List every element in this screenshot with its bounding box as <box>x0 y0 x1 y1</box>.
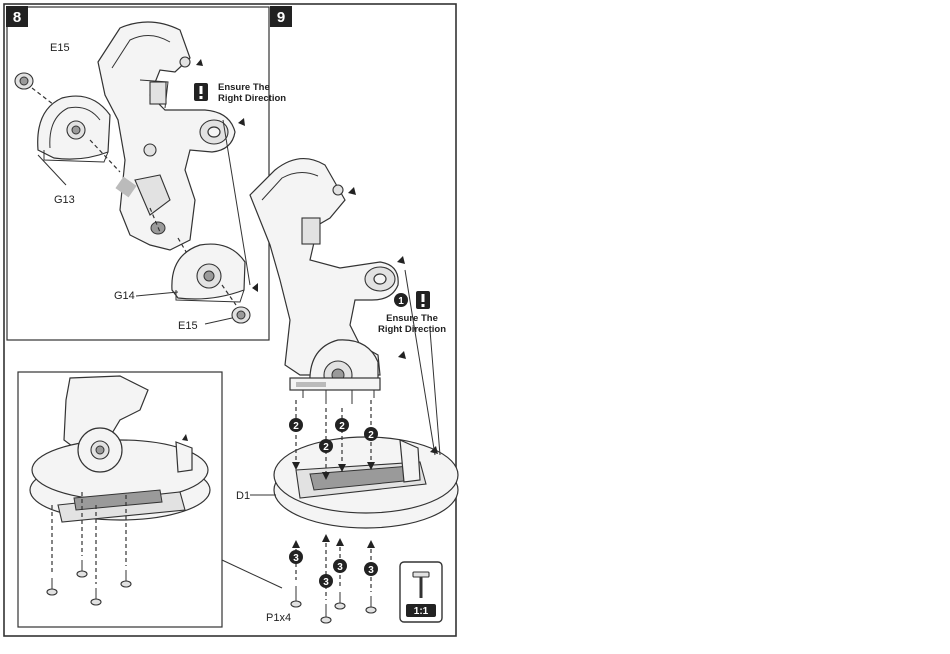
step9-illustration <box>250 159 458 623</box>
screw-icon <box>335 592 345 609</box>
callout-3a: 3 <box>293 553 299 564</box>
g14-shell <box>172 244 245 305</box>
label-g13: G13 <box>54 194 75 206</box>
scale-badge: 1:1 <box>414 606 429 617</box>
label-p1x4: P1x4 <box>266 612 291 624</box>
screw-icon <box>47 578 57 595</box>
step8-warning: Ensure The Right Direction <box>194 82 286 104</box>
step8-arm <box>98 22 235 262</box>
step9-warning-line1: Ensure The <box>386 313 438 324</box>
screw-icon <box>121 570 131 587</box>
inset-leader <box>222 560 282 588</box>
screw-icon <box>91 588 101 605</box>
exclamation-icon <box>416 291 430 309</box>
label-d1: D1 <box>236 490 250 502</box>
step9-badge: 9 <box>270 6 292 27</box>
callout-3c: 3 <box>337 562 343 573</box>
step8-warning-line1: Ensure The <box>218 82 270 93</box>
screw-icon <box>366 596 376 613</box>
label-g14: G14 <box>114 290 135 302</box>
step8-illustration <box>15 22 258 324</box>
callout-3d: 3 <box>368 565 374 576</box>
base-d1 <box>274 437 458 528</box>
callout-3b: 3 <box>323 577 329 588</box>
e15-bottom-bushing <box>232 307 250 323</box>
callout-2a: 2 <box>293 421 299 432</box>
step8-badge: 8 <box>6 6 28 27</box>
step9-arm <box>250 159 398 404</box>
callout-2b: 2 <box>339 421 345 432</box>
label-e15-top: E15 <box>50 42 70 54</box>
step9-screws <box>291 586 376 623</box>
label-e15-bottom: E15 <box>178 320 198 332</box>
screw-icon <box>291 586 301 607</box>
screw-icon <box>77 560 87 577</box>
e15-top-bushing <box>15 73 58 108</box>
inset-illustration <box>30 376 210 605</box>
step9-warning-line2: Right Direction <box>378 324 446 335</box>
callout-2d: 2 <box>368 430 374 441</box>
g13-shell <box>38 96 120 172</box>
exclamation-icon <box>194 83 208 101</box>
step8-warning-line2: Right Direction <box>218 93 286 104</box>
step8-number: 8 <box>13 9 21 26</box>
screw-icon <box>321 604 331 623</box>
step9-number: 9 <box>277 9 285 26</box>
callout-1: 1 <box>398 296 404 307</box>
callout-2c: 2 <box>323 442 329 453</box>
step9-warning: Ensure The Right Direction <box>378 291 446 335</box>
scale-box: 1:1 <box>400 562 442 622</box>
inset-screws <box>47 560 131 605</box>
